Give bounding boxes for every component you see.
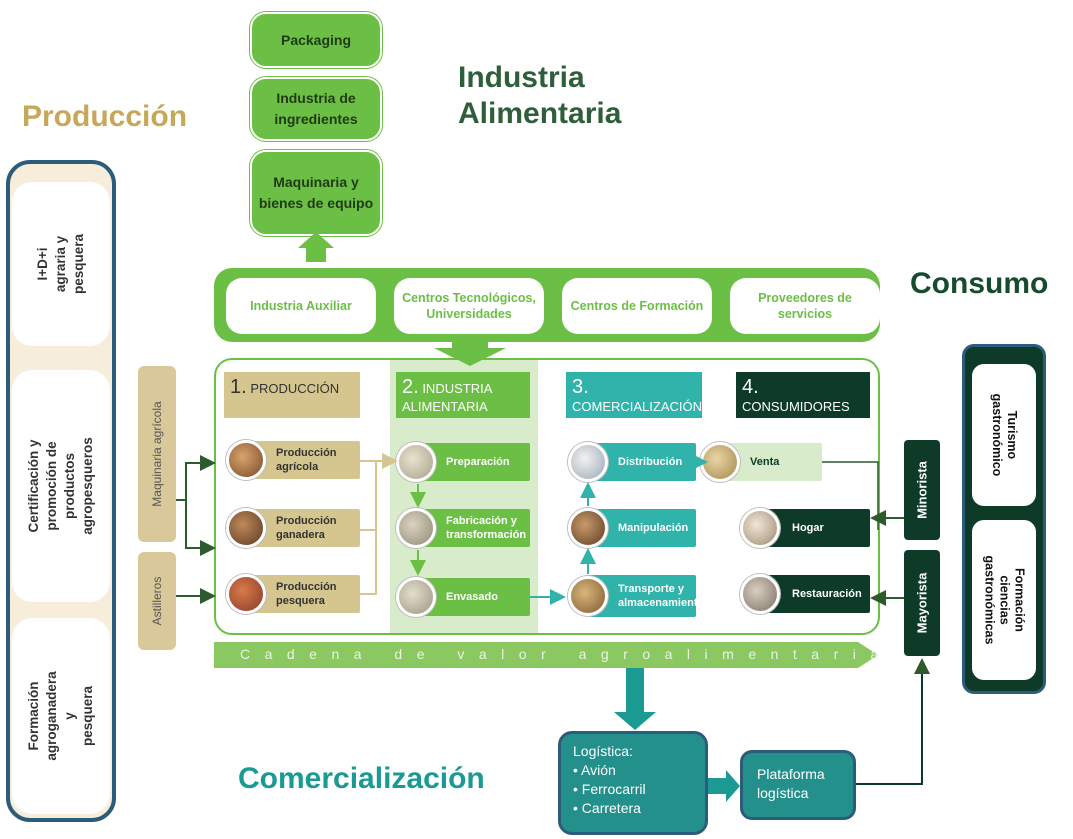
- photo-distribucion: [568, 442, 608, 482]
- photo-envasado: [396, 577, 436, 617]
- side-label-astilleros: Astilleros: [138, 552, 176, 650]
- stage-header-consumidores: 4. CONSUMIDORES: [736, 372, 870, 418]
- card-turismo-gastronomico: Turismo gastronómico: [972, 364, 1036, 506]
- stage-title-3: COMERCIALIZACIÓN O VENTA: [572, 399, 703, 432]
- stage-title-4: CONSUMIDORES: [742, 399, 850, 414]
- photo-fabricacion: [396, 508, 436, 548]
- box-maquinaria-bienes-equipo: Maquinaria y bienes de equipo: [250, 150, 382, 236]
- photo-restauracion: [740, 574, 780, 614]
- step-envasado: Envasado: [418, 578, 530, 616]
- value-chain-label: Cadena de valor agroalimentaria: [240, 646, 893, 662]
- step-produccion-ganadera: Producción ganadera: [248, 509, 360, 547]
- photo-produccion-ganadera: [226, 508, 266, 548]
- arrow-plataforma-to-mayorista: [856, 658, 930, 785]
- actor-industria-auxiliar: Industria Auxiliar: [226, 278, 376, 334]
- arrow-maquinaria-agricola: [176, 455, 216, 501]
- arrow-up-to-top-boxes: [298, 232, 334, 262]
- stage-title-1: PRODUCCIÓN: [250, 381, 340, 396]
- step-restauracion: Restauración: [764, 575, 870, 613]
- logistica-item-avion: Avión: [573, 761, 693, 780]
- actor-proveedores-servicios: Proveedores de servicios: [730, 278, 880, 334]
- logistica-item-ferrocarril: Ferrocarril: [573, 780, 693, 799]
- channel-minorista: Minorista: [904, 440, 940, 540]
- card-certificacion-promocion: Certificación y promoción de productos a…: [12, 370, 110, 602]
- step-produccion-agricola: Producción agrícola: [248, 441, 360, 479]
- photo-produccion-pesquera: [226, 574, 266, 614]
- logistica-box: Logística: Avión Ferrocarril Carretera: [558, 731, 708, 835]
- heading-industria-alimentaria: Industria Alimentaria: [458, 60, 621, 132]
- stage-num-3: 3.: [572, 376, 589, 398]
- logistica-title: Logística:: [573, 743, 633, 759]
- arrow-logistica-to-plataforma: [708, 770, 740, 802]
- photo-transporte: [568, 576, 608, 616]
- stage-header-comercializacion: 3. COMERCIALIZACIÓN O VENTA: [566, 372, 702, 432]
- card-formacion-agroganadera: Formación agroganadera y pesquera: [12, 618, 110, 814]
- card-formacion-ciencias-gastronomicas: Formación ciencias gastronómicas: [972, 520, 1036, 680]
- heading-comercializacion: Comercialización: [238, 762, 485, 795]
- stage-num-1: 1.: [230, 376, 247, 398]
- step-hogar: Hogar: [764, 509, 870, 547]
- box-packaging: Packaging: [250, 12, 382, 68]
- arrow-down-to-chain: [434, 340, 506, 366]
- stage-header-industria: 2. INDUSTRIA ALIMENTARIA: [396, 372, 530, 418]
- stage-num-2: 2.: [402, 376, 419, 398]
- photo-manipulacion: [568, 508, 608, 548]
- stage-title-2: INDUSTRIA ALIMENTARIA: [402, 381, 492, 414]
- connector-produccion-merge: [360, 461, 377, 595]
- photo-hogar: [740, 508, 780, 548]
- stage-header-produccion: 1. PRODUCCIÓN: [224, 372, 360, 418]
- logistica-list: Avión Ferrocarril Carretera: [573, 761, 693, 818]
- logistica-item-carretera: Carretera: [573, 799, 693, 818]
- step-produccion-pesquera: Producción pesquera: [248, 575, 360, 613]
- actor-centros-formacion: Centros de Formación: [562, 278, 712, 334]
- step-preparacion: Preparación: [418, 443, 530, 481]
- value-chain-bar: [214, 642, 878, 668]
- card-idi-agraria-pesquera: I+D+i agraria y pesquera: [12, 182, 110, 346]
- side-label-maquinaria-agricola: Maquinaria agrícola: [138, 366, 176, 542]
- plataforma-logistica-box: Plataforma logística: [740, 750, 856, 820]
- step-fabricacion-transformacion: Fabricación y transformación: [418, 509, 530, 547]
- connector-venta-right: [822, 461, 879, 530]
- heading-consumo: Consumo: [910, 267, 1049, 300]
- stage-num-4: 4.: [742, 376, 759, 398]
- arrow-maquinaria-ganadera: [185, 500, 216, 556]
- channel-mayorista: Mayorista: [904, 550, 940, 656]
- arrow-down-to-logistica: [614, 668, 656, 730]
- actor-centros-tecnologicos: Centros Tecnológicos, Universidades: [394, 278, 544, 334]
- heading-produccion: Producción: [22, 100, 188, 133]
- box-industria-ingredientes: Industria de ingredientes: [250, 77, 382, 141]
- heading-industria-line2: Alimentaria: [458, 97, 622, 130]
- photo-produccion-agricola: [226, 440, 266, 480]
- heading-industria-line1: Industria: [458, 61, 585, 94]
